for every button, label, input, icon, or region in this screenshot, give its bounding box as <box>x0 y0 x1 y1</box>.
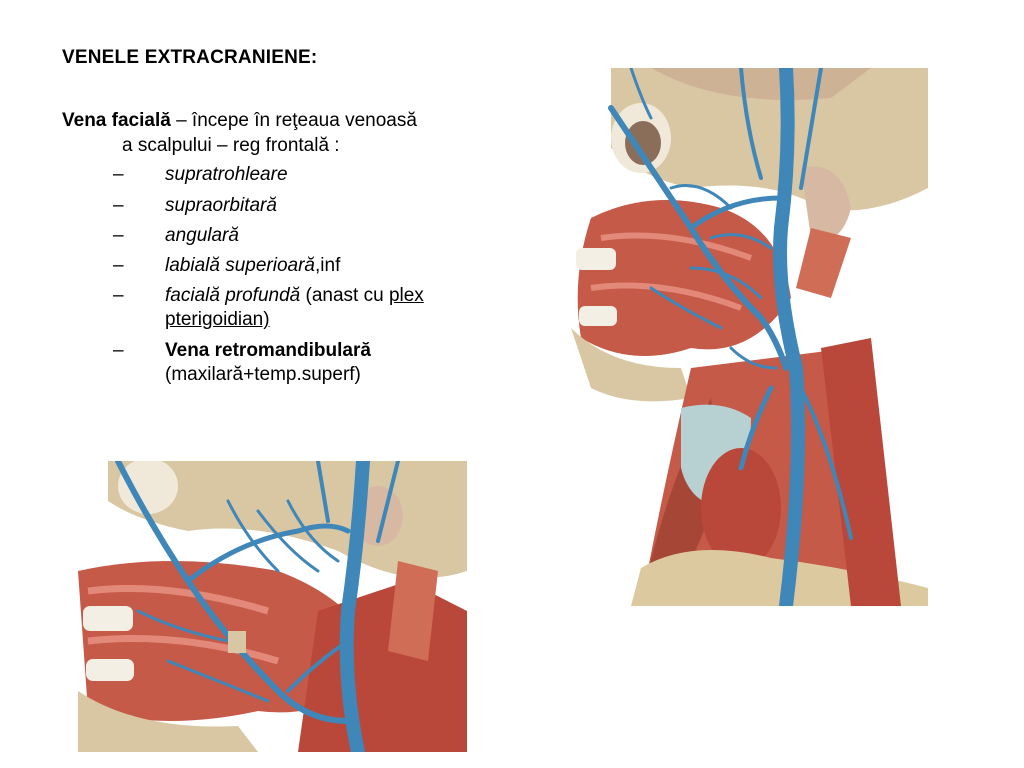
anatomy-image-face <box>78 461 467 752</box>
list-dash: – <box>113 255 124 276</box>
item-text: angulară <box>165 225 239 246</box>
list-item-supraorbitara: – supraorbitară <box>113 194 495 224</box>
list-item-faciala-profunda: – facială profundă (anast cu plex pterigo… <box>113 284 495 339</box>
list-dash: – <box>113 340 124 361</box>
head-neck-illustration <box>571 68 928 606</box>
item-text: supratrohleare <box>165 164 288 185</box>
item-text-rest: ,inf <box>315 255 341 276</box>
item-text-plain: (anast cu <box>300 285 389 306</box>
slide-title: VENELE EXTRACRANIENE: <box>62 47 318 68</box>
list-dash: – <box>113 225 124 246</box>
list-item-supratrohleare: – supratrohleare <box>113 163 495 194</box>
item-text: supraorbitară <box>165 195 277 216</box>
item-text-bold: Vena retromandibulară <box>165 340 371 361</box>
term-vena-faciala: Vena facială <box>62 110 171 131</box>
item-text-italic: labială superioară <box>165 255 315 276</box>
list-dash: – <box>113 285 124 306</box>
intro-text-line1: – începe în reţeaua venoasă <box>170 110 417 131</box>
intro-paragraph: Vena facială – începe în reţeaua venoasă… <box>62 108 502 158</box>
list-dash: – <box>113 195 124 216</box>
item-text-italic: facială profundă <box>165 285 301 306</box>
item-text-rest: (maxilară+temp.superf) <box>165 364 361 385</box>
plex-link[interactable]: plex <box>388 285 424 306</box>
list-item-labiala: – labială superioară,inf <box>113 254 495 284</box>
face-illustration <box>78 461 467 752</box>
anatomy-image-head-neck <box>571 68 928 606</box>
list-dash: – <box>113 164 124 185</box>
tributaries-list: – supratrohleare – supraorbitară – angul… <box>113 163 495 387</box>
list-item-retromandibulara: – Vena retromandibulară (maxilară+temp.su… <box>113 339 495 387</box>
list-item-angulara: – angulară <box>113 224 495 254</box>
intro-text-line2: a scalpului – reg frontală : <box>122 135 340 156</box>
pterigoidian-link[interactable]: pterigoidian) <box>165 309 270 330</box>
